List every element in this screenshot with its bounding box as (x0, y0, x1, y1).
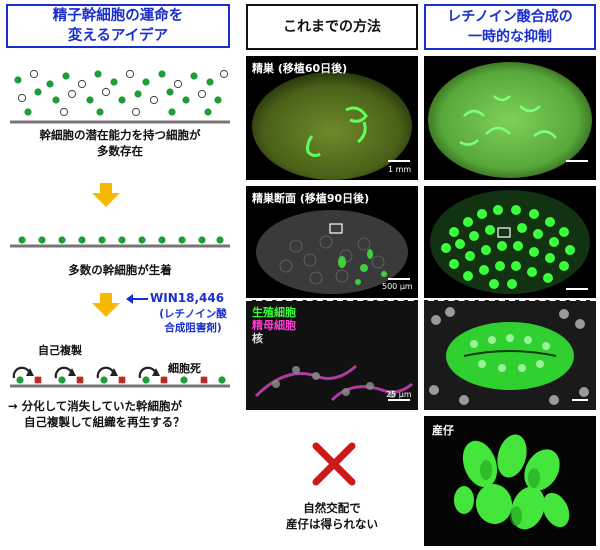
arrow-down-2 (92, 293, 120, 317)
panel-testis-conventional: 精巣 (移植60日後) 1 mm (246, 56, 418, 180)
step2-text: 多数の幹細胞が生着 (68, 263, 172, 277)
left-title-line1: 精子幹細胞の運命を (52, 8, 184, 24)
offspring-label: 産仔 (432, 424, 454, 437)
left-title-box: 精子幹細胞の運命を 変えるアイデア (6, 4, 230, 48)
conventional-label: これまでの方法 (283, 19, 381, 35)
conclusion-line1: → 分化して消失していた幹細胞が (8, 399, 182, 413)
arrow-down-1 (92, 183, 120, 207)
panel-zoom-new (424, 300, 596, 410)
scale-label-25um: 25 μm (386, 390, 412, 399)
cell-death-label: 細胞死 (168, 362, 201, 375)
panel-zoom-conventional: 生殖細胞 精母細胞 核 25 μm (246, 300, 418, 410)
panel-section-new (424, 186, 596, 298)
drug-desc: (レチノイン酸 合成阻害剤) (148, 307, 238, 335)
no-offspring-line2: 産仔は得られない (286, 517, 378, 531)
cells-before-transplant (10, 69, 230, 124)
cell-death-x-marks (34, 376, 208, 384)
conclusion-text: → 分化して消失していた幹細胞が 自己複製して組織を再生する？ (8, 398, 234, 430)
scale-bar-25um (388, 399, 410, 401)
scale-bar-1mm (388, 160, 410, 162)
legend-nucleus: 核 (252, 332, 263, 345)
drug-desc-line2: 合成阻害剤) (164, 322, 222, 334)
dashed-separator (246, 299, 596, 301)
testis-label-conventional: 精巣 (移植60日後) (252, 62, 348, 75)
red-cross-icon (312, 442, 356, 486)
scale-bar-500um (388, 278, 410, 280)
panel-section-conventional: 精巣断面 (移植90日後) 500 μm (246, 186, 418, 298)
step1-line1: 幹細胞の潜在能力を持つ細胞が (39, 128, 201, 142)
no-offspring-text: 自然交配で 産仔は得られない (246, 500, 418, 532)
inset-box (329, 223, 343, 234)
legend: 生殖細胞 精母細胞 核 (252, 306, 296, 345)
scale-label-500um: 500 μm (382, 282, 413, 291)
step1-line2: 多数存在 (97, 144, 143, 158)
scale-bar-new-2 (566, 288, 588, 290)
panel-offspring: 産仔 (424, 416, 596, 546)
section-label: 精巣断面 (移植90日後) (252, 192, 370, 205)
mixed-cells (14, 69, 229, 117)
new-line2: 一時的な抑制 (468, 29, 552, 45)
scale-label-1mm: 1 mm (388, 165, 412, 174)
scale-bar-new-3 (572, 399, 588, 401)
column-header-new: レチノイン酸合成の 一時的な抑制 (424, 4, 596, 50)
legend-germ: 生殖細胞 (252, 306, 296, 319)
legend-sertoli: 精母細胞 (252, 319, 296, 332)
conclusion-line2: 自己複製して組織を再生する？ (24, 415, 185, 429)
new-line1: レチノイン酸合成の (447, 9, 573, 25)
step1-text: 幹細胞の潜在能力を持つ細胞が 多数存在 (8, 127, 232, 159)
left-title-line2: 変えるアイデア (67, 28, 169, 44)
engrafted-cells (10, 236, 230, 248)
self-renewal-label: 自己複製 (38, 344, 82, 357)
self-renewal-diagram (10, 363, 230, 388)
no-offspring-line1: 自然交配で (303, 501, 361, 515)
scale-bar-new-1 (566, 160, 588, 162)
drug-desc-line1: (レチノイン酸 (159, 308, 227, 320)
drug-name: WIN18,446 (150, 291, 225, 305)
blue-left-arrow-icon (126, 294, 148, 304)
panel-testis-new (424, 56, 596, 180)
column-header-conventional: これまでの方法 (246, 4, 418, 50)
